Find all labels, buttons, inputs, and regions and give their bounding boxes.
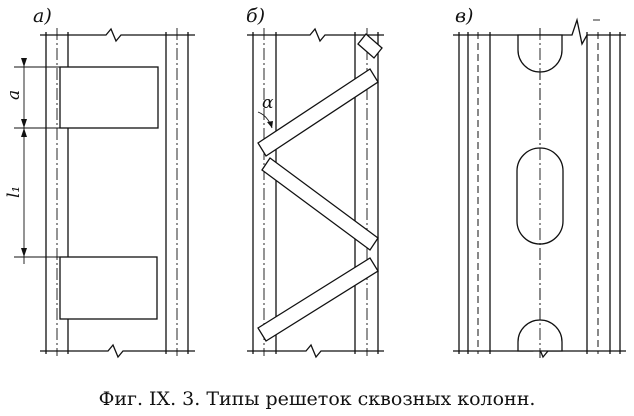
panel-c-label: в) [455,5,473,27]
lacing-bar-2 [257,68,379,157]
alpha-angle-arc [257,111,273,129]
lacing-bar-1 [357,33,383,59]
dim-a-label: a [4,90,24,100]
dim-arrow-2 [21,119,27,128]
panel-a-break-bottom [40,343,195,359]
figure-caption: Фиг. IX. 3. Типы решеток сквозных колонн… [98,388,536,410]
batten-plate-bottom [59,256,158,320]
alpha-arrow [267,121,273,128]
panel-b-label: б) [246,5,265,27]
batten-plate-top [59,66,159,129]
panel-a-break-top [40,27,195,43]
lacing-bar-3 [261,157,379,251]
panel-a-label: а) [33,5,52,27]
panel-c-column: в) [453,5,626,359]
alpha-label: α [262,93,274,113]
dim-l1-label: l₁ [4,186,24,198]
panel-b-break-top [247,27,384,43]
dim-arrow-3 [21,128,27,137]
panel-b-column: б) α [246,5,384,359]
panel-b-break-bottom [247,343,384,359]
lacing-bar-4 [257,257,379,342]
panel-a-column: а) a l₁ [4,5,195,359]
dim-arrow-1 [21,58,27,67]
dim-arrow-4 [21,248,27,257]
